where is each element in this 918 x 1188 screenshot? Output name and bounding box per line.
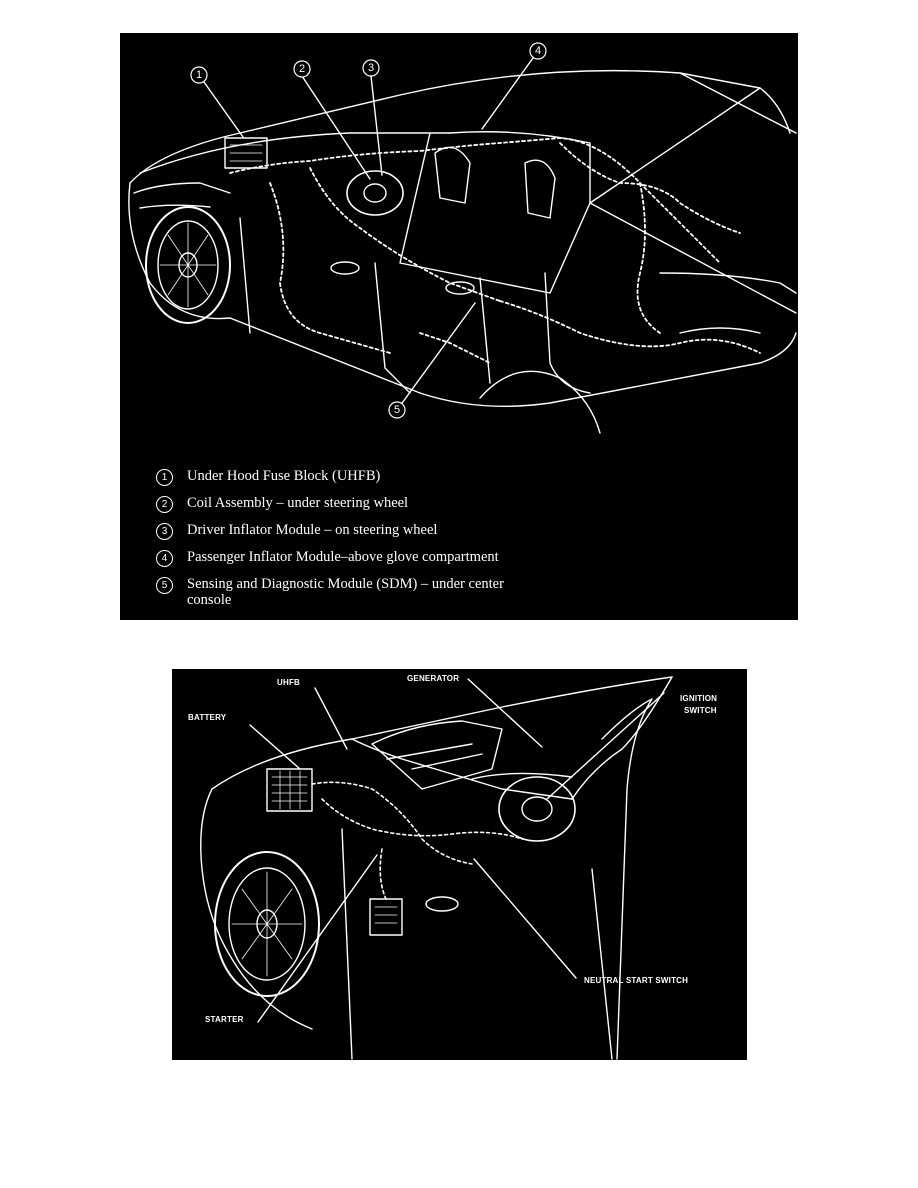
- starter-label: STARTER: [205, 1015, 244, 1024]
- legend-marker: 1: [156, 469, 173, 486]
- generator-label: GENERATOR: [407, 674, 460, 683]
- engine-compartment-diagram: BATTERY UHFB GENERATOR IGNITION SWITCH N…: [172, 669, 747, 1060]
- engine-bay-illustration: [200, 676, 673, 1060]
- legend-marker: 3: [156, 523, 173, 540]
- ignition-switch-label-line1: IGNITION: [680, 694, 718, 703]
- legend-item: 2 Coil Assembly – under steering wheel: [156, 495, 776, 513]
- battery-label: BATTERY: [188, 713, 227, 722]
- legend-item: 1 Under Hood Fuse Block (UHFB): [156, 468, 776, 486]
- car-wiring-illustration: 1 2 3 4 5: [128, 42, 797, 434]
- legend-text: Under Hood Fuse Block (UHFB): [187, 468, 381, 484]
- legend-text: Passenger Inflator Module–above glove co…: [187, 549, 499, 565]
- callout-1: 1: [196, 69, 202, 81]
- callout-2: 2: [299, 63, 305, 75]
- neutral-start-switch-label: NEUTRAL START SWITCH: [584, 976, 689, 985]
- legend-item: 5 Sensing and Diagnostic Module (SDM) – …: [156, 576, 776, 608]
- component-legend: 1 Under Hood Fuse Block (UHFB) 2 Coil As…: [156, 468, 776, 617]
- callout-3: 3: [368, 62, 374, 74]
- legend-text: Sensing and Diagnostic Module (SDM) – un…: [187, 576, 504, 608]
- legend-marker: 5: [156, 577, 173, 594]
- legend-item: 3 Driver Inflator Module – on steering w…: [156, 522, 776, 540]
- callout-5: 5: [394, 404, 400, 416]
- legend-item: 4 Passenger Inflator Module–above glove …: [156, 549, 776, 567]
- ignition-switch-label-line2: SWITCH: [684, 706, 717, 715]
- callout-4: 4: [535, 45, 541, 57]
- legend-marker: 2: [156, 496, 173, 513]
- legend-text: Coil Assembly – under steering wheel: [187, 495, 409, 511]
- legend-text: Driver Inflator Module – on steering whe…: [187, 522, 438, 538]
- legend-marker: 4: [156, 550, 173, 567]
- airbag-component-diagram: 1 2 3 4 5 1 Under Hood Fuse Block (UHFB)…: [120, 33, 798, 620]
- uhfb-label: UHFB: [277, 678, 301, 687]
